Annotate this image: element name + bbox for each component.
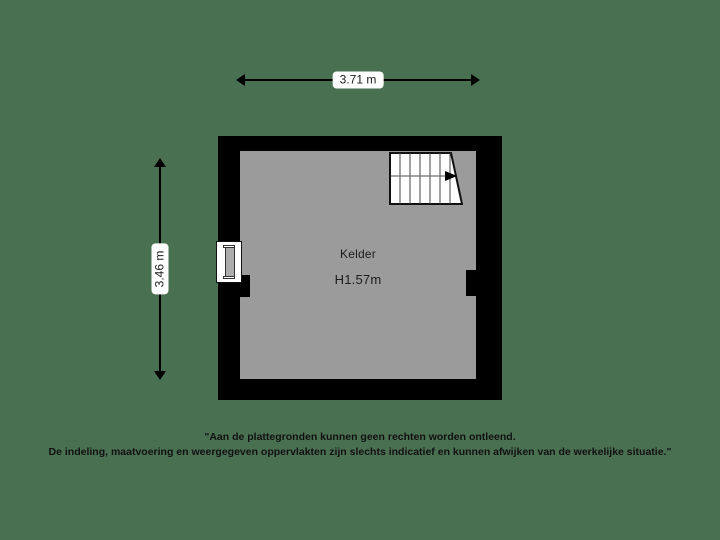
room-name-label: Kelder xyxy=(340,247,376,261)
staircase-outline xyxy=(389,152,463,205)
dimension-height-arrow-top xyxy=(154,158,166,167)
window-sash-top xyxy=(223,245,235,248)
window-pane xyxy=(225,245,235,279)
dimension-height: 3.46 m xyxy=(150,158,170,380)
dimension-height-arrow-bottom xyxy=(154,371,166,380)
disclaimer-line-1: "Aan de plattegronden kunnen geen rechte… xyxy=(204,431,516,443)
disclaimer: "Aan de plattegronden kunnen geen rechte… xyxy=(0,430,720,460)
dimension-width-arrow-right xyxy=(471,74,480,86)
window-sash-bottom xyxy=(223,276,235,279)
wall-pillar-right xyxy=(466,270,488,296)
dimension-width: 3.71 m xyxy=(236,70,480,90)
floor-plan: Kelder H1.57m xyxy=(216,136,502,400)
staircase-direction-arrow-icon xyxy=(445,171,457,181)
staircase-icon xyxy=(389,152,463,205)
window-icon xyxy=(216,241,242,283)
disclaimer-line-2: De indeling, maatvoering en weergegeven … xyxy=(48,446,672,458)
dimension-height-label: 3.46 m xyxy=(151,243,169,295)
dimension-width-label: 3.71 m xyxy=(332,71,384,89)
room-label-group: Kelder H1.57m xyxy=(240,246,476,288)
room-height-label: H1.57m xyxy=(334,272,382,287)
dimension-width-arrow-left xyxy=(236,74,245,86)
